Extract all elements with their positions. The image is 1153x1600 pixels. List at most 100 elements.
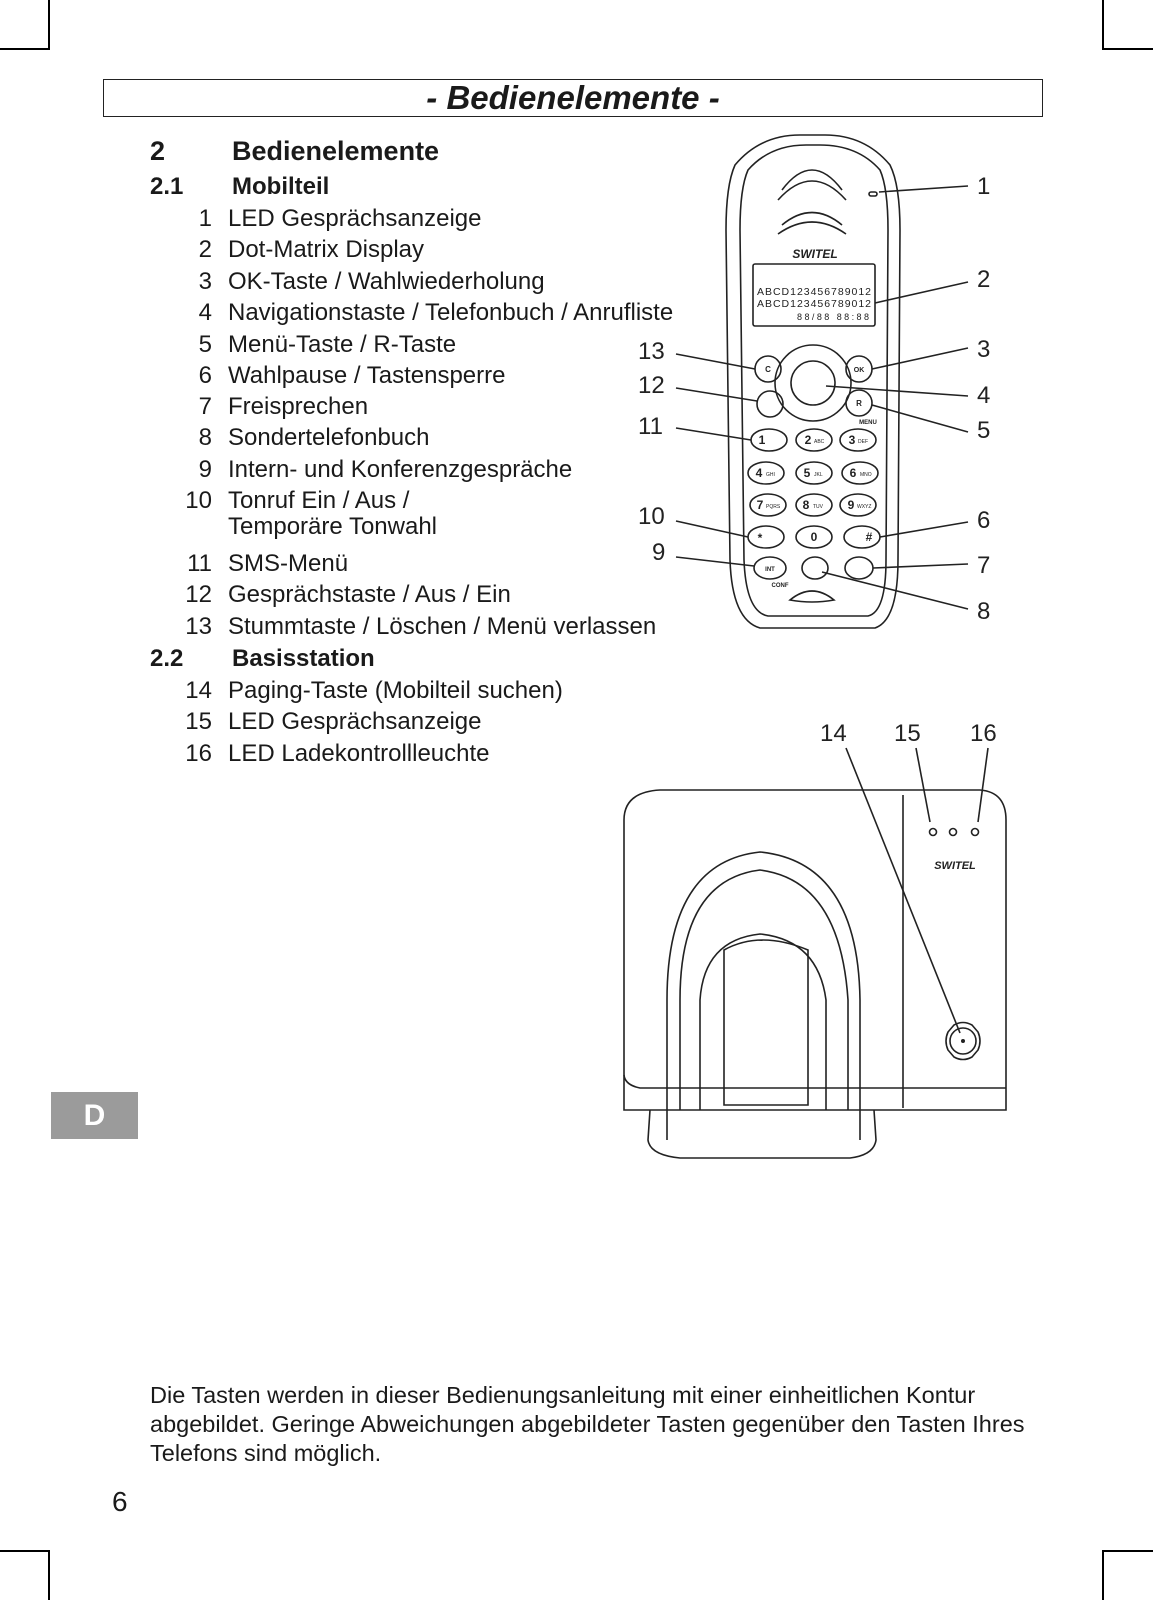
callout-10: 10 [638,503,665,530]
key-2-sub: ABC [814,439,825,445]
page-title: - Bedienelemente - [426,79,720,116]
key-9-sub: WXYZ [857,504,871,510]
key-ok-label: OK [854,367,865,374]
item-text-continued: Temporäre Tonwahl [228,513,438,540]
subsection-number: 2.2 [150,645,184,672]
key-int-label: INT [765,567,775,573]
key-hash: # [866,530,873,544]
item-number: 10 [185,487,212,514]
key-4: 4 [756,466,763,480]
callout-1: 1 [977,173,990,200]
item-number: 8 [198,424,212,451]
item-number: 7 [198,393,212,420]
item-number: 1 [198,205,212,232]
item-number: 11 [187,550,212,577]
key-6: 6 [850,466,857,480]
key-5: 5 [804,466,811,480]
key-2: 2 [805,433,812,447]
item-text: Stummtaste / Löschen / Menü verlassen [228,613,657,640]
display-line-3: 88/88 88:88 [797,312,869,322]
crop-mark-bottom-right-v [1102,1550,1104,1600]
item-number: 6 [198,362,212,389]
key-star: * [758,531,763,545]
item-text: Gesprächstaste / Aus / Ein [228,581,511,608]
item-text: Paging-Taste (Mobilteil suchen) [228,677,563,704]
item-text: LED Ladekontrollleuchte [228,740,490,767]
item-text: Freisprechen [228,393,369,420]
item-number: 14 [185,677,212,704]
key-5-sub: JKL [814,472,823,478]
callout-11: 11 [638,413,663,440]
key-9: 9 [848,498,855,512]
display-line-1: ABCD123456789012 [757,286,871,298]
item-number: 15 [185,708,212,735]
callout-16: 16 [970,720,997,747]
callout-12: 12 [638,372,665,399]
section-number: 2 [150,136,166,166]
crop-mark-bottom-right-h [1102,1550,1153,1552]
crop-mark-top-left-h [0,48,50,50]
key-7: 7 [757,498,764,512]
subsection-title: Mobilteil [232,173,330,200]
callout-6: 6 [977,507,990,534]
key-8-sub: TUV [813,504,824,510]
callout-8: 8 [977,598,990,625]
item-text: LED Gesprächsanzeige [228,205,482,232]
key-1: 1 [759,433,766,447]
item-text: Sondertelefonbuch [228,424,430,451]
crop-mark-bottom-left-h [0,1550,50,1552]
key-7-sub: PQRS [766,504,781,510]
item-text: Dot-Matrix Display [228,236,425,263]
item-number: 2 [198,236,212,263]
subsection-title: Basisstation [232,645,375,672]
key-0: 0 [811,530,818,544]
callout-3: 3 [977,336,990,363]
item-number: 12 [185,581,212,608]
callout-14: 14 [820,720,847,747]
item-text: Tonruf Ein / Aus / [228,487,410,514]
item-text: LED Gesprächsanzeige [228,708,482,735]
page-number: 6 [112,1486,128,1517]
crop-mark-top-right-v [1102,0,1104,50]
item-number: 9 [198,456,212,483]
footnote-text: Die Tasten werden in dieser Bedienungsan… [150,1382,1025,1466]
key-6-sub: MNO [860,472,872,478]
display-line-2: ABCD123456789012 [757,298,871,310]
base-brand: SWITEL [934,860,976,872]
header-box: - Bedienelemente - [103,79,1043,117]
item-number: 5 [198,331,212,358]
crop-mark-top-right-h [1102,48,1153,50]
item-number: 13 [185,613,212,640]
item-number: 4 [198,299,212,326]
key-8: 8 [803,498,810,512]
key-4-sub: GHI [766,472,775,478]
section-title: Bedienelemente [232,136,440,166]
callout-13: 13 [638,338,665,365]
item-number: 16 [185,740,212,767]
callout-9: 9 [652,539,665,566]
key-conf-label: CONF [772,583,789,589]
handset-brand: SWITEL [792,247,837,261]
callout-4: 4 [977,382,990,409]
item-text: Intern- und Konferenzgespräche [228,456,573,483]
key-3-sub: DEF [858,439,868,445]
callout-7: 7 [977,552,990,579]
language-badge: D [51,1092,138,1139]
item-text: OK-Taste / Wahlwiederholung [228,268,545,295]
key-3: 3 [849,433,856,447]
subsection-number: 2.1 [150,173,184,200]
key-menu-label: MENU [859,420,877,426]
callout-5: 5 [977,417,990,444]
key-c-label: C [765,365,771,374]
crop-mark-top-left-v [48,0,50,50]
item-text: SMS-Menü [228,550,349,577]
item-text: Menü-Taste / R-Taste [228,331,457,358]
callout-2: 2 [977,266,990,293]
key-r-label: R [856,399,862,408]
item-text: Navigationstaste / Telefonbuch / Anrufli… [228,299,674,326]
callout-15: 15 [894,720,921,747]
item-text: Wahlpause / Tastensperre [228,362,506,389]
crop-mark-bottom-left-v [48,1550,50,1600]
item-number: 3 [198,268,212,295]
